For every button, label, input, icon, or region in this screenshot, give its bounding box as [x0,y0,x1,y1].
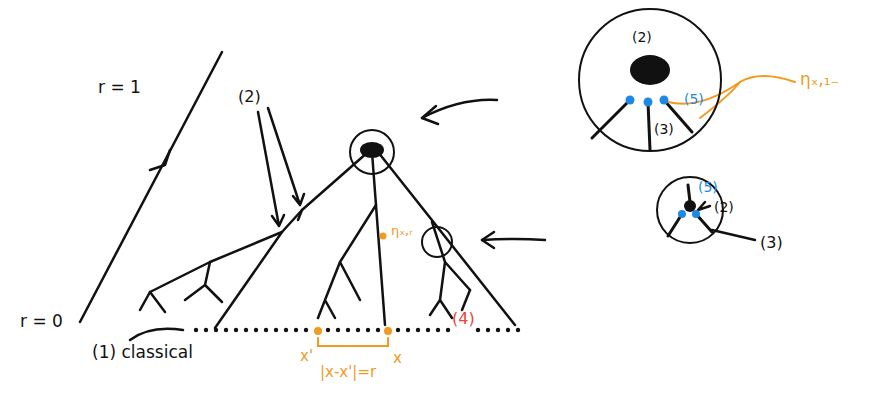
callout-number: (2) [714,200,734,215]
callout-number: (2) [238,88,261,106]
distance-label: |x-x'|=r [320,364,376,381]
zoom-inset-circle: (5)(2) [656,176,724,244]
callout-label: (1) classical [92,343,193,362]
point-label: x' [300,348,313,365]
measure-label: ηₓ,₁₋ [800,70,840,89]
measure-label: ηₓ,ᵣ [391,224,413,238]
zoom-inset-circle: (2) (5) (3) [578,8,722,152]
callout-number: (5) [698,180,718,195]
callout-number: (5) [684,92,704,107]
callout-number: (3) [654,122,674,137]
axis-label: r = 1 [98,78,141,97]
callout-number: (3) [760,234,783,252]
callout-number: (4) [452,310,475,328]
point-label: x [393,350,402,367]
axis-label: r = 0 [20,312,63,331]
callout-number: (2) [632,30,652,45]
